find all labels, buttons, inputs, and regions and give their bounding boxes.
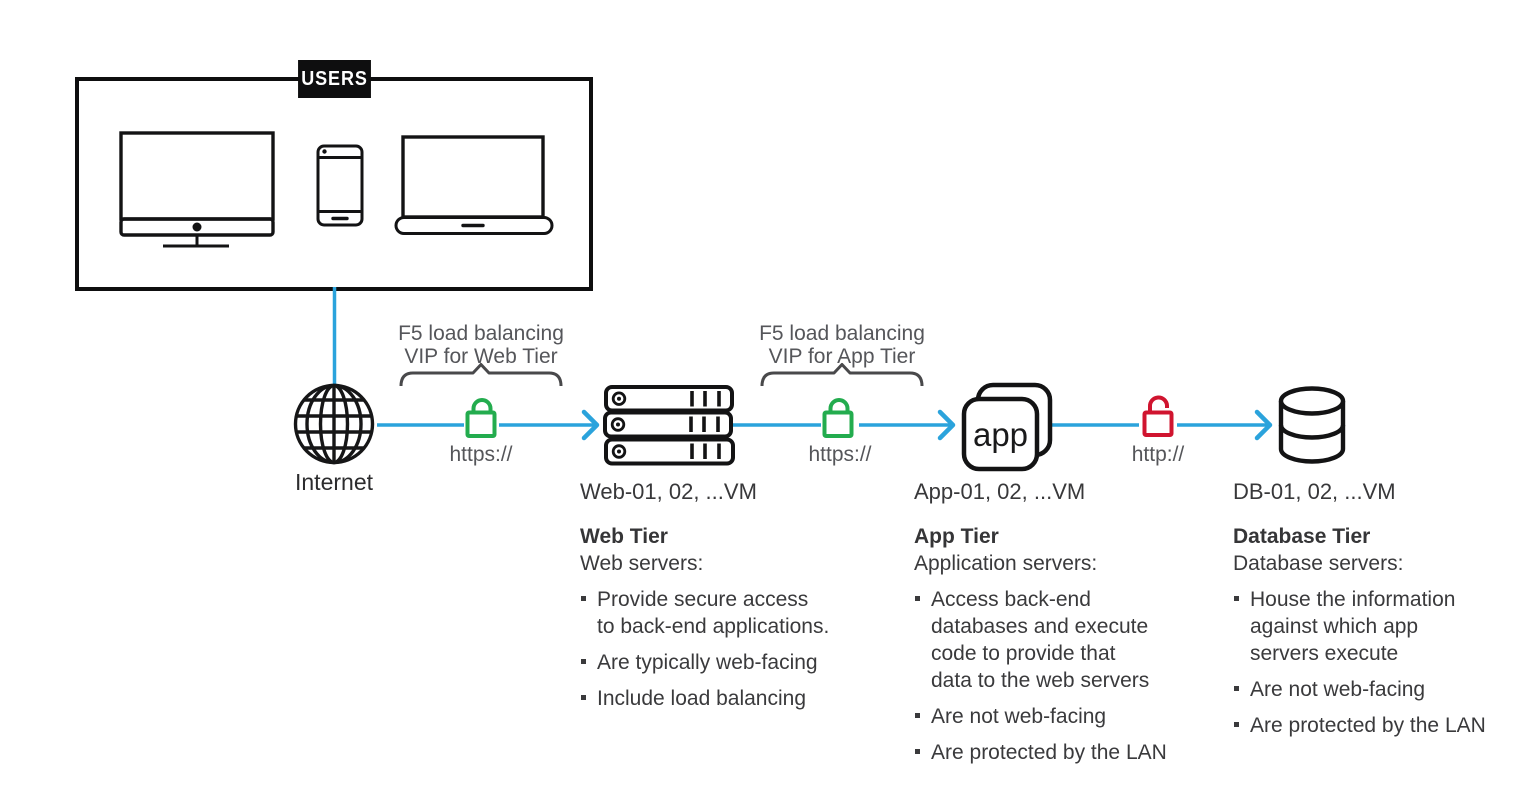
app-tier-title: App Tier [914, 525, 999, 548]
desktop-monitor-icon [119, 131, 275, 248]
list-item: Are typically web-facing [580, 649, 880, 676]
users-box-label: USERS [298, 60, 371, 98]
f5-bracket-app [760, 363, 924, 387]
bullet-icon [1234, 596, 1239, 601]
app-vm-label: App-01, 02, ...VM [914, 479, 1086, 504]
app-icon-text: app [972, 416, 1029, 453]
database-tier-title: Database Tier [1233, 525, 1371, 548]
bullet-icon [1234, 722, 1239, 727]
list-item: Access back-end databases and execute co… [914, 586, 1214, 694]
bullet-text: Are protected by the LAN [931, 741, 1167, 764]
protocol-label-web: https:// [449, 443, 513, 466]
bullet-icon [1234, 686, 1239, 691]
list-item: Are not web-facing [1233, 676, 1533, 703]
bullet-icon [915, 713, 920, 718]
list-item: Provide secure access to back-end applic… [580, 586, 880, 640]
lock-closed-app-icon [822, 398, 854, 438]
f5-caption-app: F5 load balancing VIP for App Tier [759, 322, 925, 368]
internet-label: Internet [295, 469, 373, 495]
database-tier-column: Database Tier Database servers: House th… [1233, 523, 1533, 739]
bullet-text: Include load balancing [597, 687, 806, 710]
bullet-text: Provide secure access to back-end applic… [597, 588, 830, 638]
f5-bracket-web [399, 363, 563, 387]
list-item: Are not web-facing [914, 703, 1214, 730]
bullet-icon [581, 695, 586, 700]
bullet-text: Access back-end databases and execute co… [931, 588, 1150, 692]
laptop-icon [394, 135, 554, 235]
web-tier-column: Web Tier Web servers: Provide secure acc… [580, 523, 880, 712]
db-vm-label: DB-01, 02, ...VM [1233, 479, 1396, 504]
protocol-label-db: http:// [1131, 443, 1185, 466]
app-server-icon [961, 382, 1053, 472]
flow-lines [332, 287, 1268, 427]
bullet-icon [915, 749, 920, 754]
bullet-text: Are not web-facing [931, 705, 1107, 728]
app-tier-column: App Tier Application servers: Access bac… [914, 523, 1214, 766]
web-tier-title: Web Tier [580, 525, 668, 548]
database-icon [1278, 386, 1346, 464]
bullet-icon [581, 659, 586, 664]
web-tier-subtitle: Web servers: [580, 552, 704, 575]
bullet-icon [915, 596, 920, 601]
bullet-text: House the information against which app … [1250, 588, 1456, 665]
bullet-text: Are protected by the LAN [1250, 714, 1486, 737]
list-item: Are protected by the LAN [1233, 712, 1533, 739]
web-server-stack-icon [603, 385, 735, 466]
database-tier-subtitle: Database servers: [1233, 552, 1404, 575]
bullet-text: Are typically web-facing [597, 651, 818, 674]
bullet-text: Are not web-facing [1250, 678, 1426, 701]
lock-closed-web-icon [465, 398, 497, 438]
bullet-icon [581, 596, 586, 601]
internet-globe-icon [293, 383, 375, 465]
lock-open-db-icon [1142, 395, 1174, 437]
list-item: House the information against which app … [1233, 586, 1533, 667]
app-tier-subtitle: Application servers: [914, 552, 1098, 575]
list-item: Include load balancing [580, 685, 880, 712]
flow-arrowheads [581, 409, 1273, 441]
protocol-label-app: https:// [808, 443, 872, 466]
list-item: Are protected by the LAN [914, 739, 1214, 766]
smartphone-icon [316, 144, 364, 227]
f5-caption-web: F5 load balancing VIP for Web Tier [398, 322, 564, 368]
web-vm-label: Web-01, 02, ...VM [580, 479, 757, 504]
